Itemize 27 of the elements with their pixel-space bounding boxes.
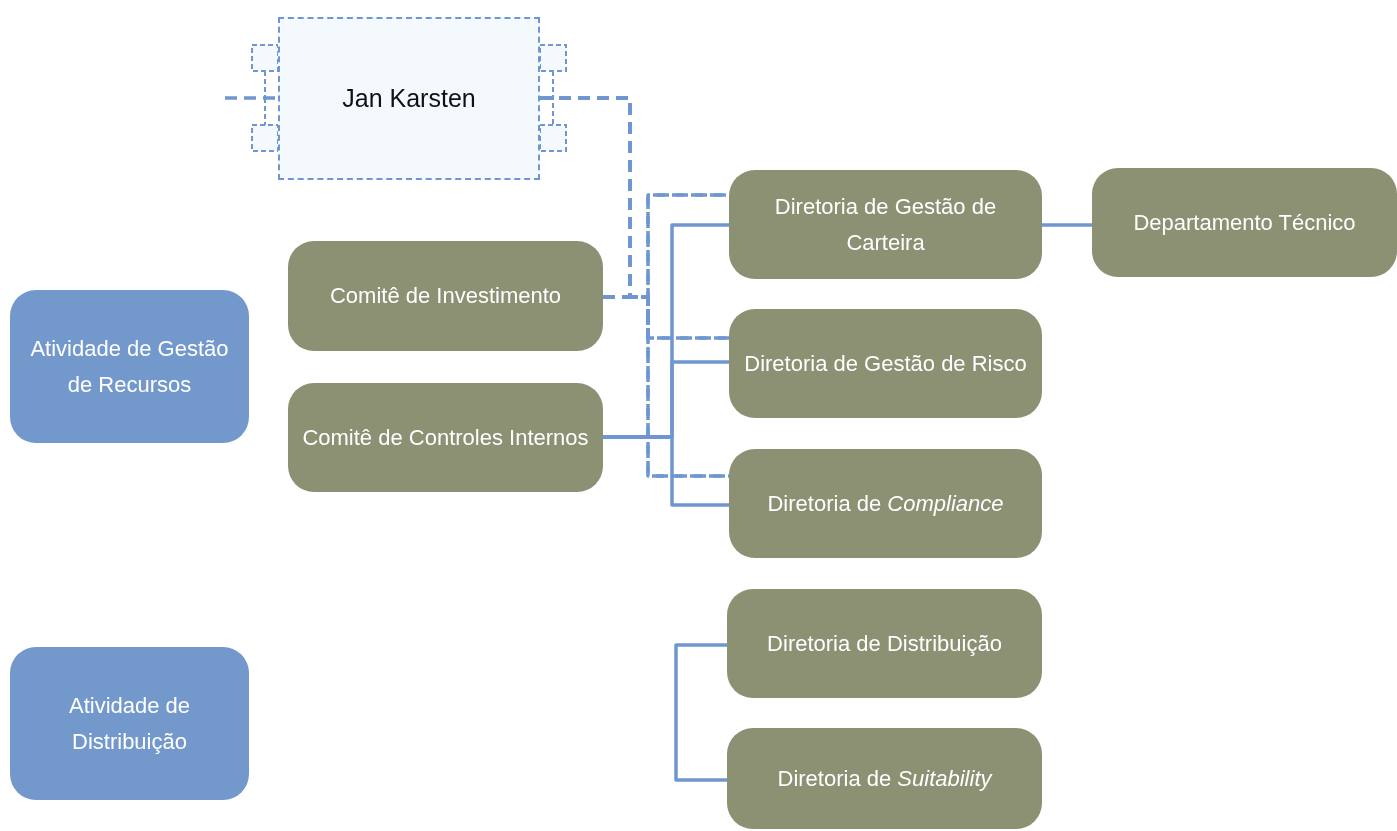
dashed-connector	[603, 295, 729, 478]
selected-box	[278, 17, 540, 180]
department-box	[729, 449, 1042, 558]
connector-line	[674, 643, 727, 782]
connector-line	[1042, 223, 1092, 227]
committee-box	[288, 241, 603, 351]
dashed-connector	[225, 96, 278, 100]
node-label: Diretoria de Compliance	[767, 489, 1004, 518]
department-box	[1092, 168, 1397, 277]
node-label: Departamento Técnico	[1133, 208, 1356, 237]
node-label: Comitê de Controles Internos	[302, 423, 589, 452]
department-box	[727, 728, 1042, 829]
node-label: Atividade de Gestão de Recursos	[29, 335, 230, 399]
activity-box	[10, 290, 249, 443]
activity-box	[10, 647, 249, 800]
department-box	[727, 589, 1042, 698]
node-label: Diretoria de Gestão de Carteira	[773, 193, 998, 257]
connector-line	[603, 435, 729, 507]
node-label: Comitê de Investimento	[329, 282, 562, 311]
node-label: Atividade de Distribuição	[67, 692, 192, 756]
department-box	[729, 170, 1042, 279]
committee-box	[288, 383, 603, 492]
node-label: Jan Karsten	[342, 83, 476, 115]
node-label: Diretoria de Distribuição	[767, 629, 1002, 658]
department-box	[729, 309, 1042, 418]
node-label: Diretoria de Gestão de Risco	[744, 349, 1027, 378]
node-label: Diretoria de Suitability	[777, 764, 992, 793]
